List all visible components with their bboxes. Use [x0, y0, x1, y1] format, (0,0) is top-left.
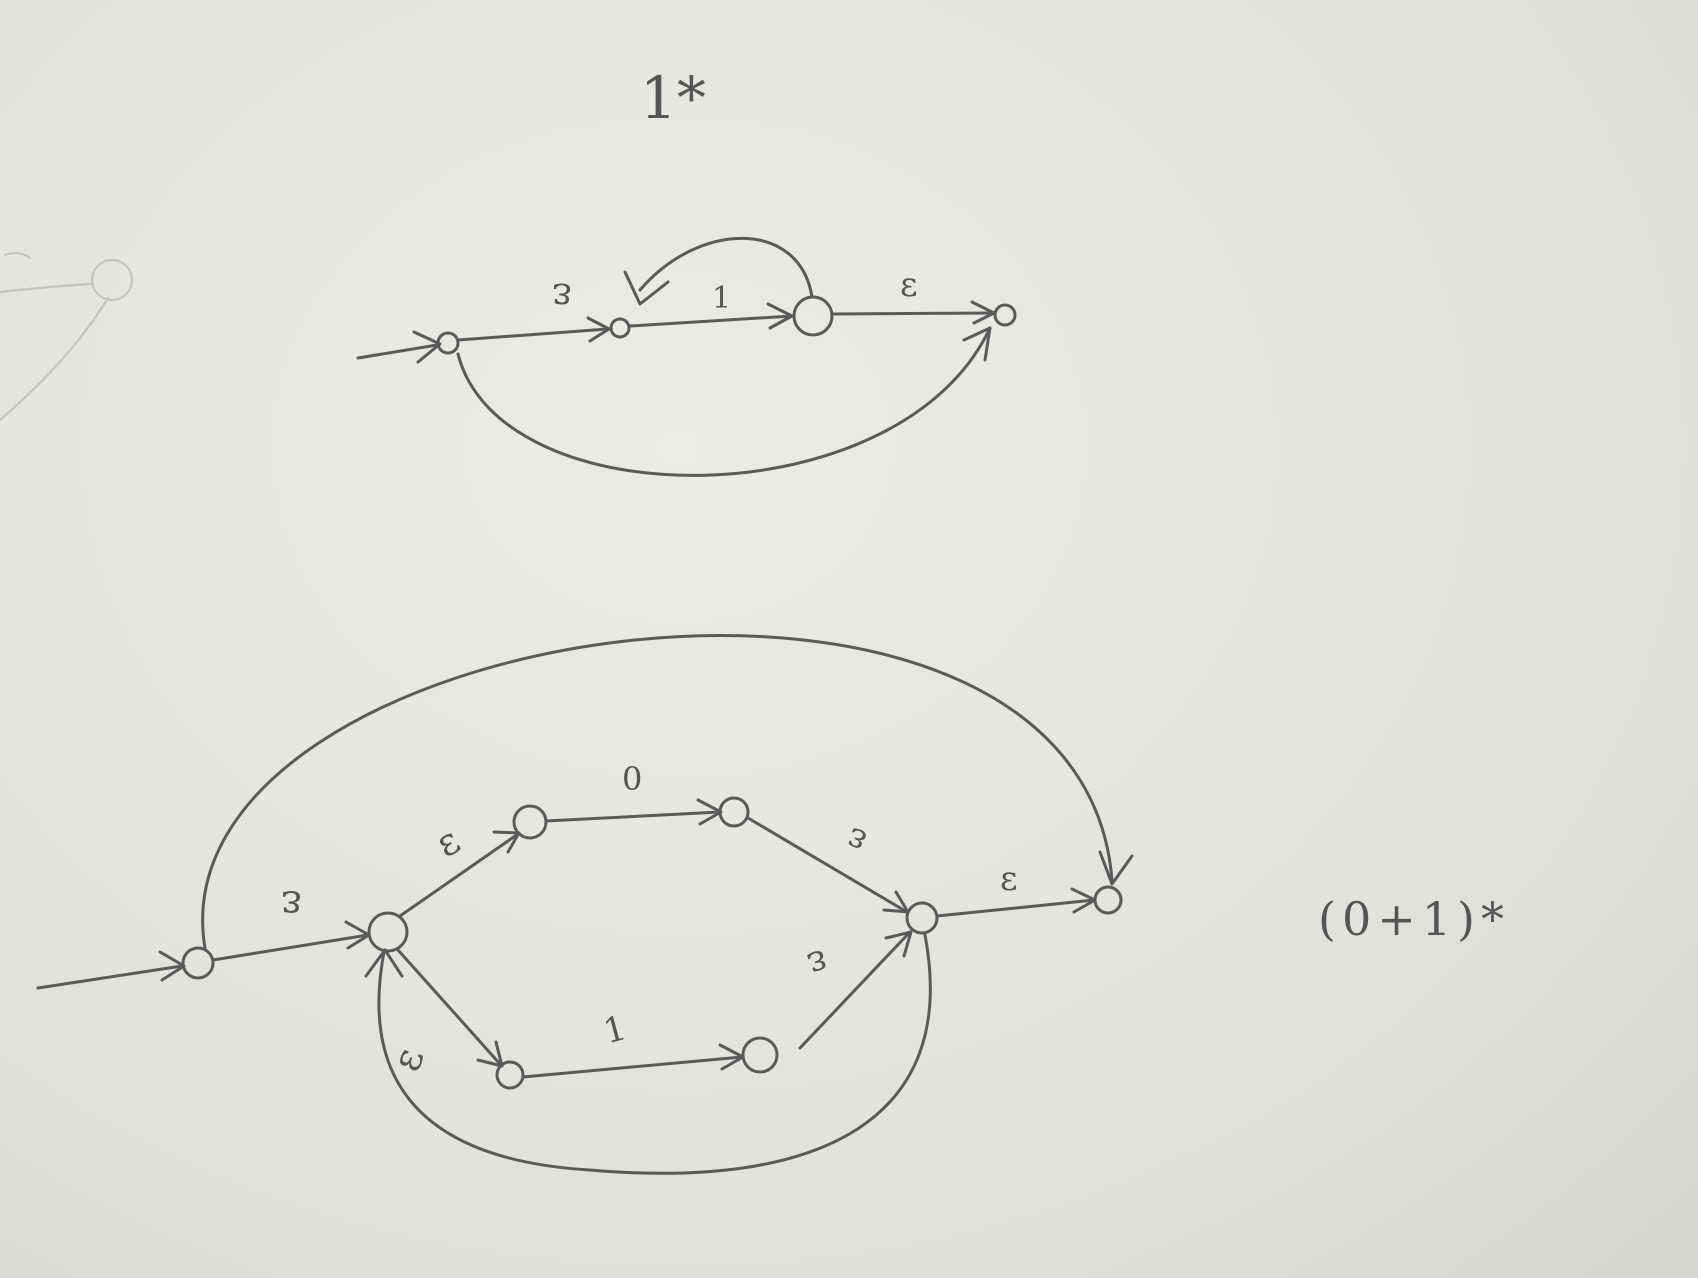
bottom-branch-state	[367, 911, 409, 953]
bottom-start-state	[181, 946, 215, 980]
bottom-final-state	[1093, 885, 1123, 915]
bottom-after-one-state	[741, 1036, 779, 1074]
top-edge-eps-out-head	[970, 300, 996, 325]
bottom-edge-zero-head	[696, 798, 723, 826]
bottom-edge-one	[521, 1055, 744, 1079]
bottom-after-zero-state	[718, 796, 750, 828]
bottom-label-eps-upper-right: ε	[841, 819, 871, 863]
top-label-eps-out: ε	[900, 265, 918, 305]
top-bypass-edge-head	[962, 326, 992, 362]
bottom-edge-eps-lower-right	[798, 930, 912, 1050]
top-input-arrowhead	[412, 330, 442, 364]
bottom-join-state	[905, 901, 939, 935]
top-bypass-edge	[456, 326, 992, 477]
bottom-regex-label: (0+1)*	[1318, 892, 1510, 946]
bottom-edge-eps-start-head	[344, 920, 371, 950]
bottom-input-arrow	[36, 964, 184, 990]
top-edge-one-head	[766, 302, 794, 330]
top-input-arrow	[356, 343, 439, 360]
bottom-label-eps-final: ε	[1000, 859, 1018, 899]
kleene-star-one-diagram: 1* ε 1 ε	[356, 64, 1017, 477]
top-edge-eps-out	[831, 311, 995, 316]
bottom-loop-edge	[377, 933, 932, 1175]
top-edge-eps-in	[456, 327, 610, 342]
top-state-2	[609, 317, 631, 339]
bottom-label-eps-upper: ε	[428, 818, 467, 866]
bottom-label-eps-loop: ε	[383, 1042, 433, 1077]
bottom-label-one: 1	[599, 1008, 630, 1052]
top-state-3	[792, 295, 834, 337]
union-star-diagram: ε ε 0 ε 1 ε ε ε (0	[36, 634, 1510, 1175]
bottom-input-arrowhead	[158, 950, 186, 982]
bottom-edge-eps-upper-right-head	[882, 890, 910, 914]
top-label-one: 1	[712, 281, 731, 316]
bottom-edge-one-head	[718, 1043, 745, 1071]
bottom-edge-to-lower	[396, 948, 502, 1066]
bottom-label-eps-lower-right: ε	[802, 941, 834, 986]
bottom-bypass-edge	[201, 634, 1114, 950]
bottom-edge-eps-upper-head	[492, 830, 521, 854]
bottom-edge-eps-final-head	[1070, 887, 1097, 914]
bottom-edge-eps-start	[211, 933, 370, 962]
erased-sketch	[0, 251, 134, 422]
top-edge-one	[628, 314, 794, 328]
top-loop-edge-head	[623, 270, 670, 306]
bottom-edge-eps-final	[935, 898, 1096, 918]
bottom-label-eps-start: ε	[281, 882, 302, 928]
top-edge-eps-in-head	[586, 316, 611, 343]
bottom-label-zero: 0	[622, 760, 642, 798]
bottom-bypass-edge-head	[1098, 850, 1134, 886]
top-final-state	[993, 303, 1017, 327]
bottom-edge-eps-upper-right	[746, 816, 909, 914]
bottom-edge-zero	[544, 810, 722, 823]
bottom-edge-to-lower-head	[476, 1040, 504, 1068]
top-loop-edge	[638, 236, 814, 299]
bottom-loop-edge-head	[364, 948, 404, 978]
top-label-eps-in: ε	[552, 275, 572, 319]
bottom-edge-eps-lower-right-head	[884, 930, 913, 958]
top-title: 1*	[640, 64, 706, 132]
bottom-lower-state	[495, 1060, 525, 1090]
bottom-edge-eps-upper	[398, 832, 520, 918]
